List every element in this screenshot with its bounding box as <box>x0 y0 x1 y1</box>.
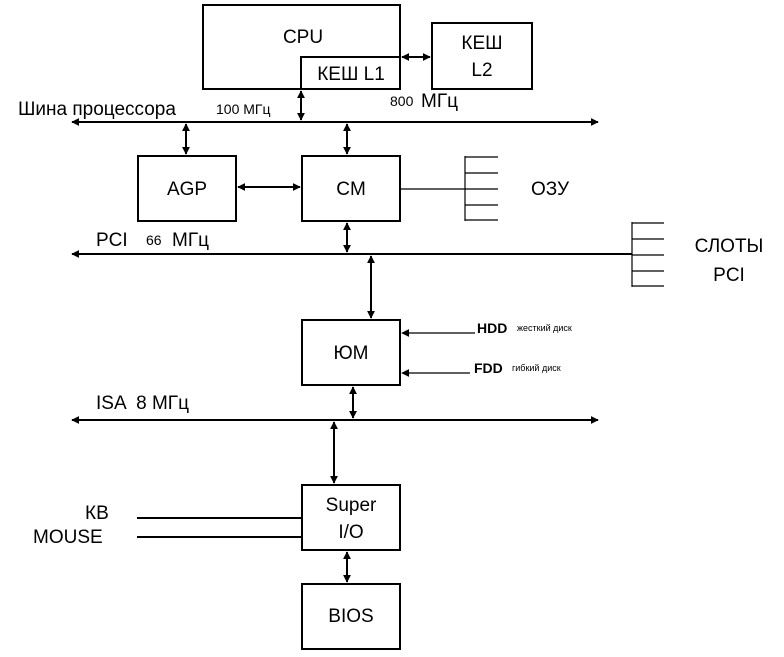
cpu-label: CPU <box>283 27 323 48</box>
ram-connector <box>400 156 498 221</box>
cache-l2-block: КЕШ L2 <box>431 22 533 90</box>
hdd-description: жесткий диск <box>517 323 572 333</box>
hdd-label: HDD <box>477 320 507 336</box>
ym-block: ЮМ <box>301 319 401 386</box>
pci-bus-frequency-unit: МГц <box>172 230 209 251</box>
pci-slots-label-line1: СЛОТЫ <box>695 236 764 257</box>
mouse-label: MOUSE <box>33 527 103 548</box>
cache-l2-label-line1: КЕШ <box>461 33 502 54</box>
isa-bus-label: ISA 8 МГц <box>96 393 189 414</box>
kb-label: КВ <box>85 503 109 524</box>
fdd-label: FDD <box>474 360 503 376</box>
agp-label: AGP <box>167 179 207 200</box>
cache-l1-label: КЕШ L1 <box>317 64 385 85</box>
cache-l2-label-line2: L2 <box>471 60 492 81</box>
processor-bus-frequency: 100 МГц <box>216 101 271 117</box>
processor-bus-label: Шина процессора <box>18 99 176 120</box>
agp-block: AGP <box>137 155 237 222</box>
fdd-description: гибкий диск <box>512 363 561 373</box>
ym-label: ЮМ <box>333 343 368 364</box>
cm-block: CM <box>301 155 401 222</box>
super-io-label-line2: I/O <box>338 522 363 543</box>
pci-slots-label-line2: PCI <box>713 265 745 286</box>
super-io-label-line1: Super <box>326 495 377 516</box>
pci-slots-connector <box>631 222 664 287</box>
cache-l1-block: КЕШ L1 <box>300 56 401 90</box>
bios-label: BIOS <box>328 606 373 627</box>
l2-frequency-unit: МГц <box>421 91 458 112</box>
cm-label: CM <box>336 179 366 200</box>
pci-bus-label: PCI <box>96 230 128 251</box>
ram-label: ОЗУ <box>531 179 570 200</box>
l2-frequency-value: 800 <box>390 93 414 109</box>
pci-bus-frequency-value: 66 <box>146 232 162 248</box>
bios-block: BIOS <box>301 583 401 650</box>
super-io-block: Super I/O <box>301 484 401 551</box>
